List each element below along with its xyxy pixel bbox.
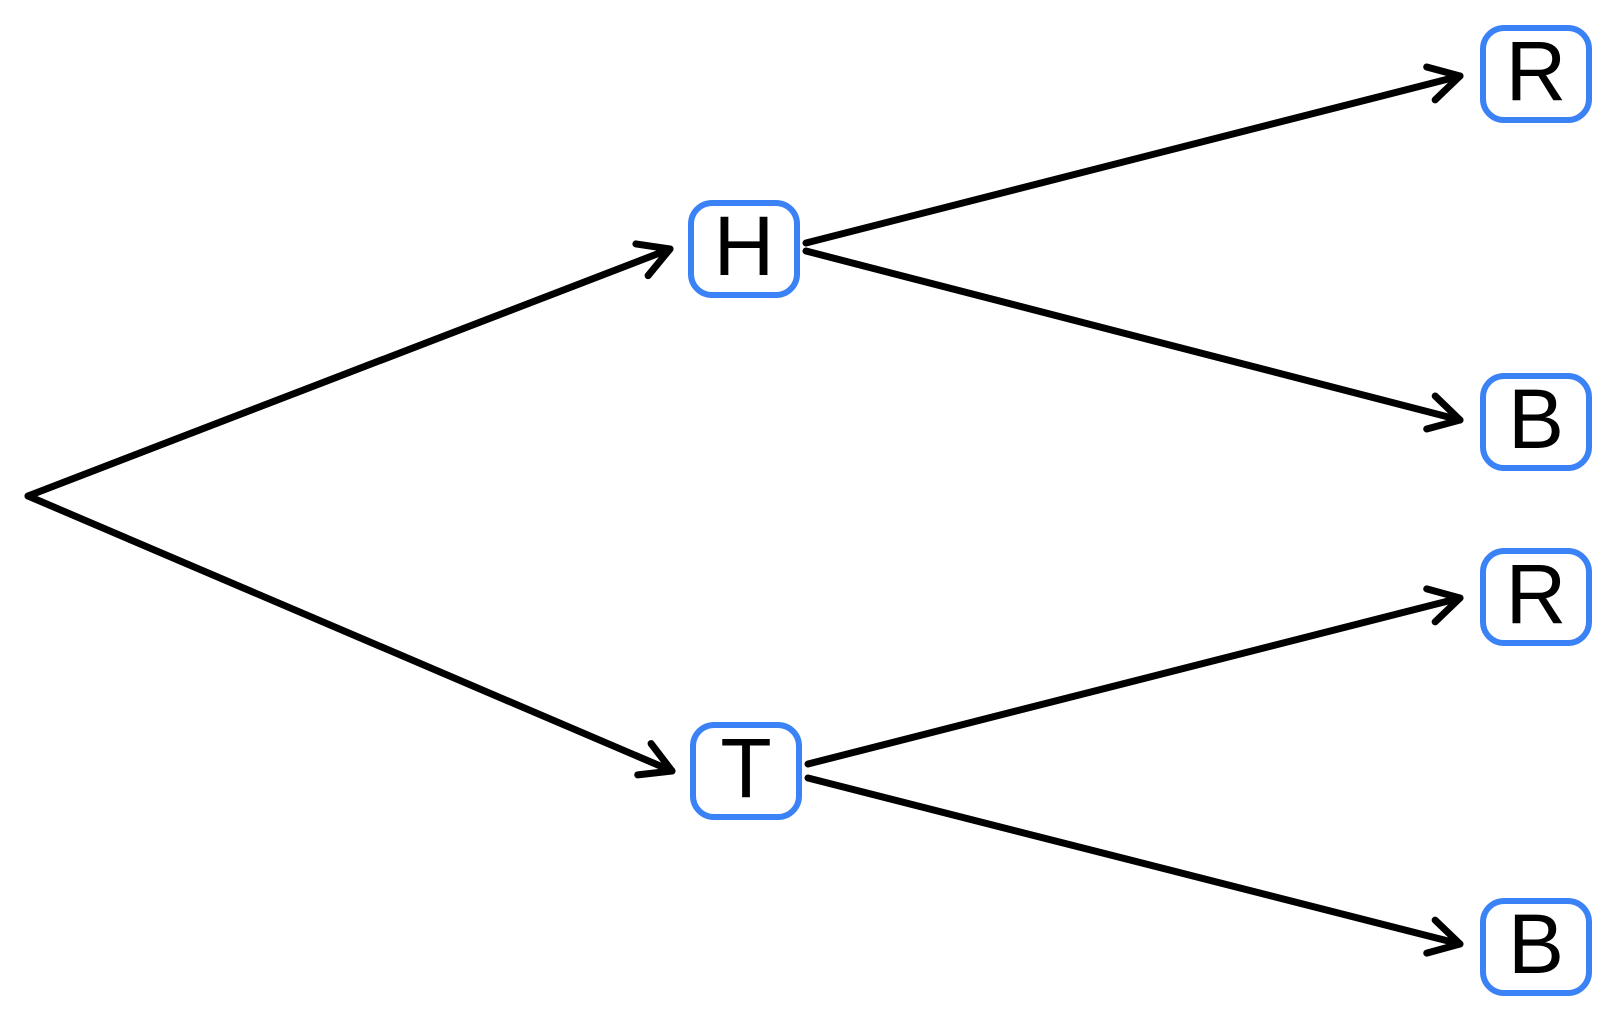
edge-h-to-b — [802, 247, 1464, 433]
tree-node-heads-label: H — [713, 199, 775, 293]
edge-start-to-t — [24, 492, 676, 779]
edge-t-to-r — [804, 585, 1464, 768]
tree-node-heads-blue: B — [1480, 373, 1592, 471]
tree-node-tails-red: R — [1480, 548, 1592, 646]
tree-node-tails-blue: B — [1480, 898, 1592, 996]
tree-node-heads-red: R — [1480, 25, 1592, 123]
tree-node-heads-red-label: R — [1505, 24, 1567, 118]
tree-node-tails-label: T — [720, 721, 772, 815]
tree-node-tails: T — [690, 722, 802, 820]
tree-node-tails-blue-label: B — [1507, 897, 1565, 991]
tree-node-heads: H — [688, 200, 800, 298]
edge-t-to-b — [804, 774, 1464, 957]
tree-node-tails-red-label: R — [1505, 547, 1567, 641]
tree-node-heads-blue-label: B — [1507, 372, 1565, 466]
edge-h-to-r — [802, 63, 1464, 247]
edge-start-to-h — [24, 240, 674, 500]
